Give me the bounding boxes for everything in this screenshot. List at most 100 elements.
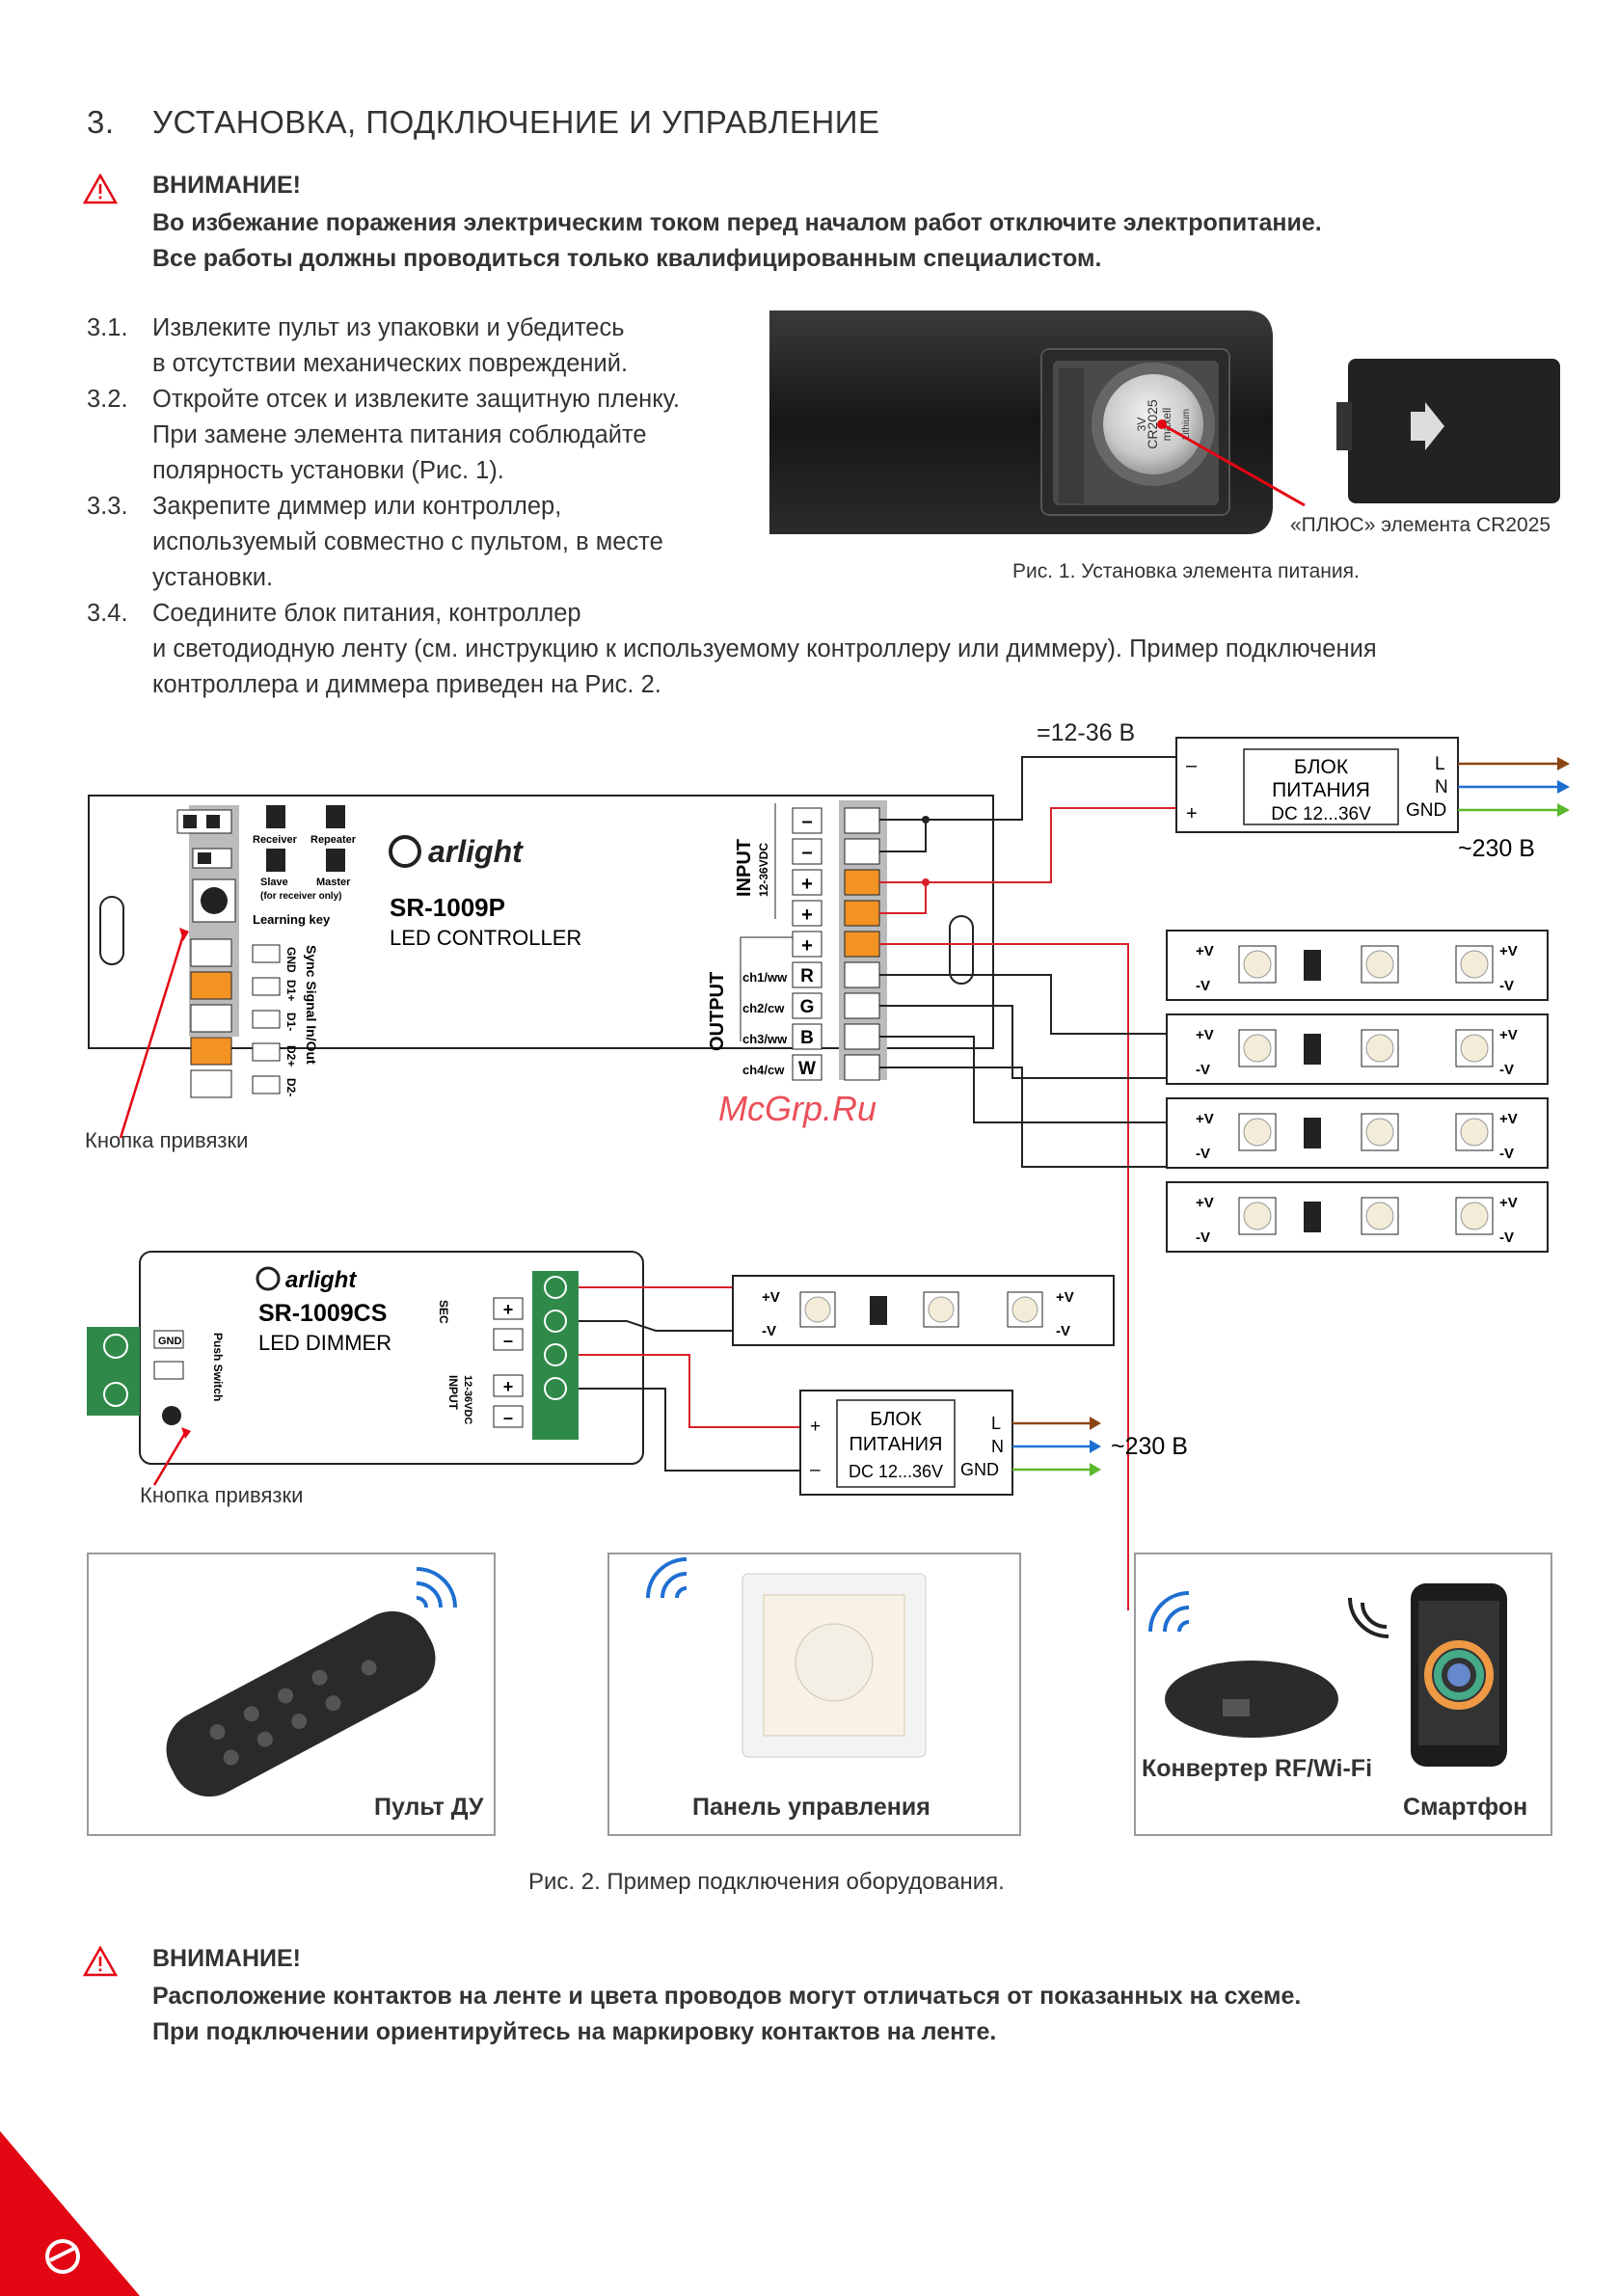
dimmer-button-label: Кнопка привязки: [140, 1483, 304, 1507]
svg-text:SEC: SEC: [437, 1300, 450, 1324]
warning-line: При подключении ориентируйтесь на маркир…: [152, 2018, 997, 2045]
svg-text:B: B: [800, 1028, 814, 1048]
led-strip-4: +V -V +V -V: [1166, 1181, 1549, 1253]
svg-text:DC 12...36V: DC 12...36V: [849, 1462, 943, 1481]
svg-text:ch3/ww: ch3/ww: [742, 1032, 788, 1046]
svg-text:ch1/ww: ch1/ww: [742, 970, 788, 985]
dimmer-panel-icon: [646, 1557, 927, 1758]
svg-text:~230 В: ~230 В: [1458, 835, 1535, 862]
svg-text:ПИТАНИЯ: ПИТАНИЯ: [849, 1434, 943, 1455]
dc-voltage-label: =12-36 В: [1037, 719, 1135, 746]
svg-text:–: –: [503, 1408, 513, 1427]
warning-icon: [83, 1946, 118, 1977]
svg-text:+: +: [503, 1377, 514, 1396]
svg-text:OUTPUT: OUTPUT: [707, 972, 728, 1051]
svg-text:D2+: D2+: [284, 1045, 298, 1067]
svg-text:–: –: [801, 842, 812, 863]
svg-text:-V: -V: [1056, 1323, 1070, 1339]
svg-text:ch4/cw: ch4/cw: [742, 1063, 785, 1077]
svg-text:GND: GND: [284, 947, 298, 973]
svg-text:+V: +V: [1499, 1111, 1518, 1127]
svg-text:ch2/cw: ch2/cw: [742, 1001, 785, 1015]
fig1-caption: Рис. 1. Установка элемента питания.: [1012, 560, 1360, 582]
svg-text:3V: 3V: [1135, 418, 1148, 432]
svg-text:+: +: [801, 905, 813, 926]
svg-text:L: L: [1435, 754, 1445, 774]
warning-icon: [83, 174, 118, 204]
warning-line: Во избежание поражения электрическим ток…: [152, 209, 1322, 236]
svg-text:+V: +V: [1499, 1027, 1518, 1043]
svg-text:(for receiver only): (for receiver only): [260, 891, 341, 902]
svg-text:+: +: [801, 935, 813, 957]
led-strip-3: +V -V +V -V: [1166, 1097, 1549, 1169]
svg-text:arlight: arlight: [285, 1267, 357, 1293]
svg-text:Push Switch: Push Switch: [211, 1333, 225, 1401]
step-3-2: 3.2. Откройте отсек и извлеките защитную…: [87, 386, 680, 484]
svg-text:Slave: Slave: [260, 877, 288, 888]
svg-text:ПИТАНИЯ: ПИТАНИЯ: [1272, 779, 1370, 801]
svg-text:БЛОК: БЛОК: [870, 1409, 922, 1430]
svg-text:+: +: [810, 1417, 821, 1437]
wiring-diagram: =12-36 В БЛОК ПИТАНИЯ DC 12...36V – + L …: [87, 719, 1570, 1610]
svg-text:D2-: D2-: [284, 1078, 298, 1096]
section-heading: 3.УСТАНОВКА, ПОДКЛЮЧЕНИЕ И УПРАВЛЕНИЕ: [87, 104, 879, 141]
svg-text:N: N: [991, 1437, 1004, 1456]
svg-text:+V: +V: [762, 1289, 780, 1306]
svg-text:D1-: D1-: [284, 1013, 298, 1031]
svg-text:–: –: [810, 1460, 821, 1480]
svg-text:-V: -V: [1499, 1229, 1514, 1246]
svg-text:LED DIMMER: LED DIMMER: [258, 1331, 391, 1355]
svg-text:Receiver: Receiver: [253, 834, 298, 846]
controller-model: SR-1009P: [390, 893, 505, 922]
svg-text:W: W: [798, 1059, 816, 1079]
svg-text:Master: Master: [316, 877, 351, 888]
dimmer-sr1009cs: GND Push Switch arlight SR-1009CS LED DI…: [87, 1251, 644, 1465]
battery-text: CR2025: [1145, 399, 1160, 449]
power-supply-1: БЛОК ПИТАНИЯ DC 12...36V – + L N GND ~23…: [1175, 737, 1570, 862]
svg-text:N: N: [1435, 777, 1448, 797]
panel-label: Панель управления: [692, 1794, 930, 1821]
arlight-corner-logo: [0, 2131, 140, 2296]
svg-text:GND: GND: [1406, 800, 1446, 821]
warning-line: Все работы должны проводиться только ква…: [152, 245, 1102, 272]
svg-text:-V: -V: [1196, 1229, 1210, 1246]
watermark: McGrp.Ru: [718, 1089, 876, 1128]
step-3-3: 3.3. Закрепите диммер или контроллер,исп…: [87, 493, 663, 591]
fig2-caption: Рис. 2. Пример подключения оборудования.: [528, 1869, 1005, 1895]
step-3-1: 3.1. Извлеките пульт из упаковки и убеди…: [87, 314, 629, 377]
led-strip-1: +V-V+V-V: [1166, 930, 1549, 1001]
svg-text:D1+: D1+: [284, 980, 298, 1001]
svg-text:+V: +V: [1499, 1195, 1518, 1211]
svg-text:G: G: [800, 997, 815, 1017]
svg-text:INPUT: INPUT: [446, 1375, 460, 1411]
svg-text:SR-1009CS: SR-1009CS: [258, 1300, 387, 1327]
remote-icon: [166, 1567, 457, 1797]
svg-text:+: +: [1186, 803, 1198, 824]
svg-text:+V: +V: [1196, 1195, 1214, 1211]
warning-title: ВНИМАНИЕ!: [152, 1945, 301, 1972]
svg-text:12-36VDC: 12-36VDC: [757, 843, 770, 897]
smartphone-label: Смартфон: [1403, 1794, 1528, 1821]
svg-text:Repeater: Repeater: [310, 834, 357, 846]
svg-text:12-36VDC: 12-36VDC: [462, 1375, 473, 1424]
svg-text:-V: -V: [1196, 1146, 1210, 1162]
converter-smartphone-icon: [1148, 1583, 1507, 1767]
svg-text:+V: +V: [1196, 1111, 1214, 1127]
svg-text:Learning key: Learning key: [253, 912, 331, 927]
power-supply-2: БЛОК ПИТАНИЯ DC 12...36V + – L N GND ~23…: [799, 1390, 1188, 1496]
svg-text:-V: -V: [1499, 1146, 1514, 1162]
svg-text:DC 12...36V: DC 12...36V: [1271, 804, 1371, 824]
svg-text:R: R: [800, 966, 814, 986]
converter-label: Конвертер RF/Wi-Fi: [1142, 1755, 1373, 1782]
battery-photo: CR2025 3V maxell Lithium: [769, 311, 1560, 534]
svg-text:+V: +V: [1056, 1289, 1074, 1306]
svg-text:+: +: [801, 874, 813, 895]
svg-text:–: –: [801, 811, 812, 832]
controller-button-label: Кнопка привязки: [85, 1128, 249, 1152]
arlight-logo: arlight: [428, 834, 524, 869]
battery-plus-label: «ПЛЮС» элемента CR2025: [1290, 514, 1551, 536]
svg-text:БЛОК: БЛОК: [1294, 756, 1349, 778]
svg-text:Lithium: Lithium: [1181, 409, 1192, 440]
svg-text:-V: -V: [1499, 1062, 1514, 1078]
